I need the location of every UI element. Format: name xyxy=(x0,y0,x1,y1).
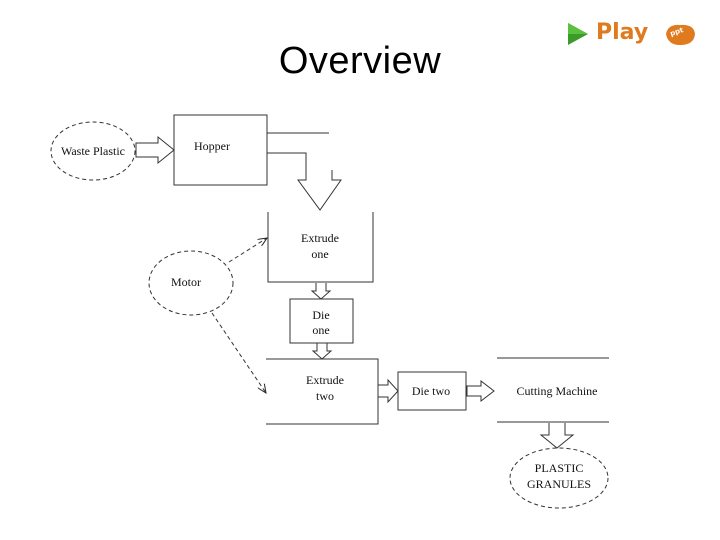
cutting-to-granules-arrow xyxy=(539,423,575,449)
play-arrow-icon xyxy=(568,23,588,45)
cutting-machine-node: Cutting Machine xyxy=(497,357,609,423)
extrude-two-to-die-two-arrow xyxy=(377,378,399,404)
cutting-machine-label: Cutting Machine xyxy=(517,384,598,398)
play-ppt-logo: Play ppt xyxy=(566,18,700,50)
die-one-node: Die one xyxy=(289,298,354,344)
die-two-node: Die two xyxy=(397,371,467,411)
plastic-granules-label-line-1: PLASTIC xyxy=(535,461,584,475)
motor-label: Motor xyxy=(171,275,201,289)
waste-plastic-node: Waste Plastic xyxy=(50,121,136,181)
die-one-label-line-1: Die xyxy=(312,308,329,322)
waste-plastic-label: Waste Plastic xyxy=(61,144,125,158)
motor-node: Motor xyxy=(148,250,234,316)
hopper-node: Hopper xyxy=(173,114,268,186)
die-one-label-line-2: one xyxy=(312,323,329,337)
plastic-granules-node: PLASTIC GRANULES xyxy=(509,447,609,509)
extrude-one-label-line-2: one xyxy=(311,247,328,261)
hopper-label: Hopper xyxy=(194,139,230,153)
die-two-label: Die two xyxy=(412,384,450,398)
logo-text: Play xyxy=(596,20,649,45)
motor-to-extrude-two-arrow xyxy=(211,312,266,393)
ppt-badge-icon xyxy=(666,24,695,45)
extrude-two-label-line-2: two xyxy=(316,389,334,403)
extrude-one-to-die-one-arrow xyxy=(310,283,332,300)
plastic-granules-label-line-2: GRANULES xyxy=(527,477,591,491)
slide-title: Overview xyxy=(278,40,442,82)
extrude-one-label-line-1: Extrude xyxy=(301,231,339,245)
extrude-two-label-line-1: Extrude xyxy=(306,373,344,387)
die-two-to-cutting-arrow xyxy=(466,379,495,403)
die-one-to-extrude-two-arrow xyxy=(311,343,333,360)
hopper-chute xyxy=(267,132,342,211)
waste-to-hopper-arrow xyxy=(135,135,175,165)
extrude-two-node: Extrude two xyxy=(266,358,379,425)
motor-to-extrude-one-arrow xyxy=(228,238,267,263)
extrude-one-node: Extrude one xyxy=(267,212,374,283)
